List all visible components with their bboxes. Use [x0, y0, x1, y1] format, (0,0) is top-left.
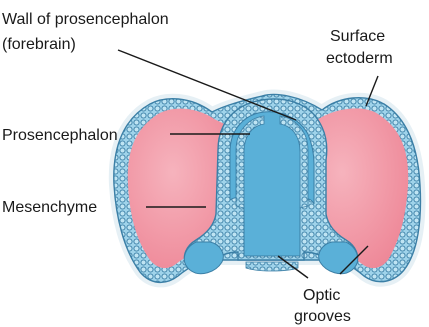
optic-groove-left — [184, 242, 223, 274]
label-surface-line1: Surface — [330, 28, 385, 45]
optic-groove-right — [319, 242, 358, 274]
label-prosencephalon: Prosencephalon — [2, 127, 118, 144]
label-optic-line2: grooves — [294, 308, 351, 325]
label-optic-line1: Optic — [303, 287, 340, 304]
label-wall-line2: (forebrain) — [2, 36, 76, 53]
label-wall-line1: Wall of prosencephalon — [2, 11, 169, 28]
label-surface-line2: ectoderm — [326, 50, 393, 67]
label-mesenchyme: Mesenchyme — [2, 199, 97, 216]
ventral-floor — [246, 262, 298, 271]
